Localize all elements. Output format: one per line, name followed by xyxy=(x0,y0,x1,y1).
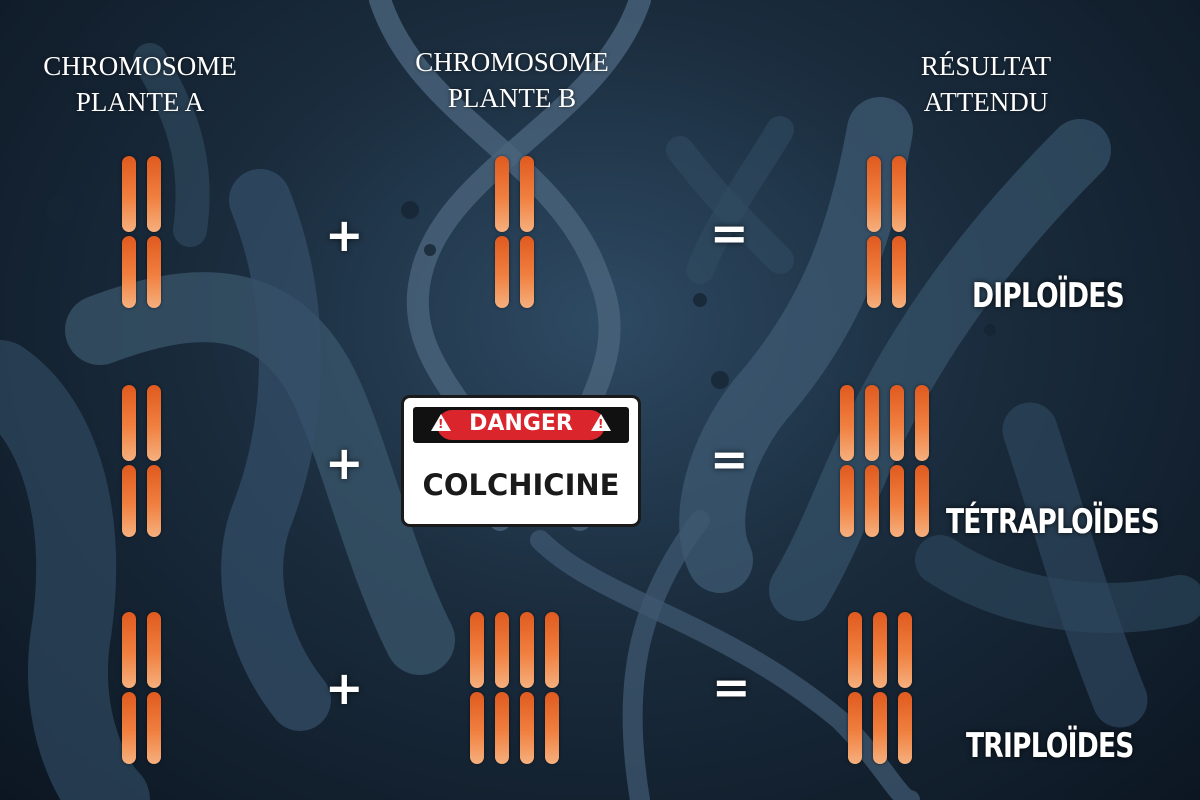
chromosome-arm-top xyxy=(915,385,929,461)
chromosome-arm-bottom xyxy=(865,465,879,537)
chromosome-arm-bottom xyxy=(147,236,161,308)
row1-plus-sign: + xyxy=(325,208,364,262)
header-plant-b-line1: CHROMOSOME xyxy=(415,47,609,77)
chromosome-arm-top xyxy=(867,156,881,232)
chromosome-bar xyxy=(873,612,887,764)
chromosome-arm-bottom xyxy=(848,692,862,764)
row3-equals-sign: = xyxy=(712,660,751,714)
chromosome-arm-top xyxy=(147,156,161,232)
header-plant-b-line2: PLANTE B xyxy=(447,83,577,113)
row2-plus-sign: + xyxy=(325,436,364,490)
chromosome-bar xyxy=(915,385,929,537)
chromosome-arm-bottom xyxy=(147,465,161,537)
row2-equals-sign: = xyxy=(710,432,749,486)
danger-band: DANGER xyxy=(413,407,629,443)
header-result: RÉSULTAT ATTENDU xyxy=(866,48,1106,120)
chromosome-arm-top xyxy=(495,612,509,688)
header-result-line2: ATTENDU xyxy=(923,87,1049,117)
chromosome-arm-bottom xyxy=(122,465,136,537)
chromosome-arm-top xyxy=(873,612,887,688)
chromosome-bar xyxy=(495,156,509,308)
chromosome-arm-bottom xyxy=(890,465,904,537)
chromosome-arm-bottom xyxy=(867,236,881,308)
chromosome-bar xyxy=(147,612,161,764)
chromosome-arm-top xyxy=(470,612,484,688)
colchicine-danger-sign: DANGER COLCHICINE xyxy=(401,395,641,527)
chromosome-arm-bottom xyxy=(840,465,854,537)
chromosome-arm-top xyxy=(122,385,136,461)
chromosome-bar xyxy=(122,385,136,537)
chromosome-arm-top xyxy=(495,156,509,232)
danger-pill xyxy=(437,410,605,440)
row1-plant-b-chromosomes xyxy=(495,156,534,308)
chromosome-arm-bottom xyxy=(520,236,534,308)
header-plant-b: CHROMOSOME PLANTE B xyxy=(392,44,632,116)
row3-result-chromosomes xyxy=(848,612,912,764)
chromosome-bar xyxy=(122,612,136,764)
chromosome-arm-top xyxy=(122,612,136,688)
row3-plant-a-chromosomes xyxy=(122,612,161,764)
chromosome-arm-top xyxy=(865,385,879,461)
row1-equals-sign: = xyxy=(710,206,749,260)
chromosome-arm-top xyxy=(840,385,854,461)
row3-plant-b-chromosomes xyxy=(470,612,559,764)
chromosome-arm-top xyxy=(848,612,862,688)
row3-result-label: TRIPLOÏDES xyxy=(966,726,1134,766)
chromosome-bar xyxy=(147,156,161,308)
row3-plus-sign: + xyxy=(325,661,364,715)
chromosome-arm-top xyxy=(147,612,161,688)
header-result-line1: RÉSULTAT xyxy=(920,51,1052,81)
chromosome-bar xyxy=(840,385,854,537)
header-plant-a: CHROMOSOME PLANTE A xyxy=(20,48,260,120)
chromosome-arm-top xyxy=(122,156,136,232)
danger-text: DANGER xyxy=(469,411,573,436)
chromosome-arm-bottom xyxy=(898,692,912,764)
chromosome-arm-top xyxy=(890,385,904,461)
chromosome-arm-bottom xyxy=(495,692,509,764)
row1-result-chromosomes xyxy=(867,156,906,308)
header-plant-a-line2: PLANTE A xyxy=(75,87,205,117)
warning-left-icon xyxy=(431,414,451,431)
chromosome-bar xyxy=(122,156,136,308)
chromosome-arm-bottom xyxy=(495,236,509,308)
chromosome-bar xyxy=(867,156,881,308)
chromosome-arm-bottom xyxy=(915,465,929,537)
row1-plant-a-chromosomes xyxy=(122,156,161,308)
chromosome-bar xyxy=(495,612,509,764)
row2-result-label: TÉTRAPLOÏDES xyxy=(946,502,1160,542)
chromosome-bar xyxy=(898,612,912,764)
chromosome-bar xyxy=(520,156,534,308)
chromosome-arm-bottom xyxy=(873,692,887,764)
chromosome-bar xyxy=(470,612,484,764)
warning-right-icon xyxy=(591,414,611,431)
chromosome-arm-bottom xyxy=(470,692,484,764)
row1-result-label: DIPLOÏDES xyxy=(972,276,1125,316)
chromosome-arm-bottom xyxy=(545,692,559,764)
chromosome-arm-top xyxy=(898,612,912,688)
row2-result-chromosomes xyxy=(840,385,929,537)
chromosome-bar xyxy=(545,612,559,764)
chromosome-arm-bottom xyxy=(122,692,136,764)
chromosome-arm-bottom xyxy=(520,692,534,764)
chromosome-arm-top xyxy=(147,385,161,461)
chromosome-bar xyxy=(892,156,906,308)
chromosome-arm-bottom xyxy=(122,236,136,308)
chromosome-bar xyxy=(848,612,862,764)
chromosome-arm-bottom xyxy=(147,692,161,764)
chromosome-arm-top xyxy=(520,156,534,232)
chromosome-bar xyxy=(865,385,879,537)
chromosome-arm-top xyxy=(892,156,906,232)
row2-plant-a-chromosomes xyxy=(122,385,161,537)
chromosome-bar xyxy=(147,385,161,537)
chromosome-bar xyxy=(890,385,904,537)
colchicine-text: COLCHICINE xyxy=(422,468,620,502)
chromosome-arm-bottom xyxy=(892,236,906,308)
chromosome-arm-top xyxy=(520,612,534,688)
header-plant-a-line1: CHROMOSOME xyxy=(43,51,237,81)
chromosome-arm-top xyxy=(545,612,559,688)
chromosome-bar xyxy=(520,612,534,764)
